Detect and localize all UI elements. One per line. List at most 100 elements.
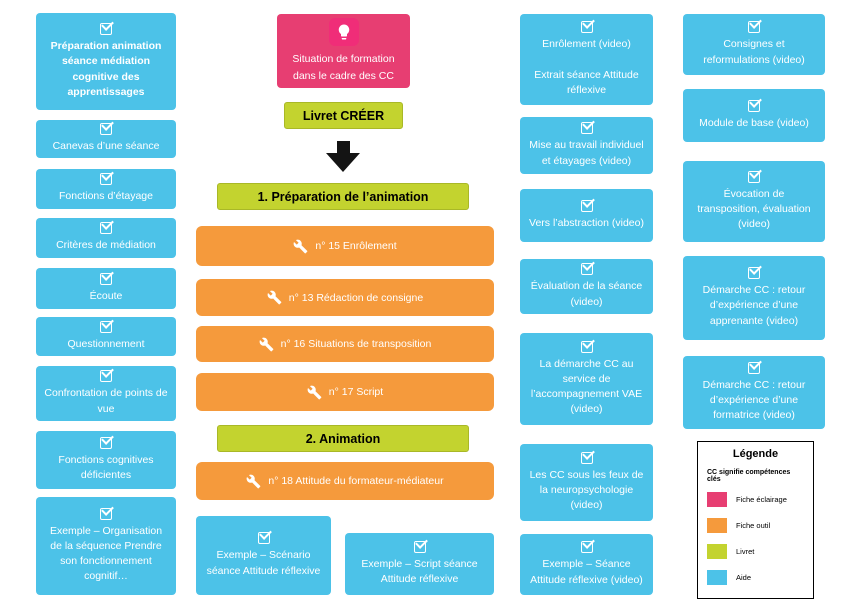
card-label: Confrontation de points de vue [44, 387, 168, 415]
checkbox-icon [100, 173, 112, 186]
wrench-icon [246, 474, 261, 488]
checkbox-icon [748, 267, 760, 280]
card-label: Écoute [89, 289, 123, 302]
aide-card[interactable]: Exemple – Séance Attitude réflexive (vid… [520, 534, 653, 595]
card-label: n° 17 Script [328, 386, 384, 398]
card-label: Préparation animation séance médiation c… [50, 40, 162, 98]
fiche-eclairage-card[interactable]: Situation de formation dans le cadre des… [277, 14, 410, 88]
checkbox-icon [580, 541, 593, 554]
checkbox-icon [100, 507, 112, 520]
checkbox-icon [748, 361, 760, 374]
aide-card[interactable]: Écoute [36, 268, 176, 309]
aide-card[interactable]: Fonctions cognitives déficientes [36, 431, 176, 489]
livret-header[interactable]: Livret CRÉER [284, 102, 403, 129]
checkbox-icon [748, 170, 760, 183]
aide-card[interactable]: Critères de médiation [36, 218, 176, 258]
checkbox-icon [580, 21, 593, 34]
legend-swatch [707, 492, 727, 507]
aide-card[interactable]: La démarche CC au service de l’accompagn… [520, 333, 653, 425]
section-2-header: 2. Animation [217, 425, 469, 452]
card-label: n° 16 Situations de transposition [280, 338, 432, 350]
aide-card[interactable]: Module de base (video) [683, 89, 825, 142]
card-label: n° 18 Attitude du formateur-médiateur [268, 475, 444, 487]
fiche-outil-card[interactable]: n° 18 Attitude du formateur-médiateur [196, 462, 494, 500]
checkbox-icon [748, 99, 760, 112]
aide-card[interactable]: Fonctions d’étayage [36, 169, 176, 209]
legend: Légende CC signifie compétences clés Fic… [697, 441, 814, 599]
aide-card[interactable]: Préparation animation séance médiation c… [36, 13, 176, 110]
card-label: Exemple – Organisation de la séquence Pr… [49, 524, 163, 583]
fiche-outil-card[interactable]: n° 13 Rédaction de consigne [196, 279, 494, 316]
card-label: Démarche CC : retour d’expérience d’une … [702, 284, 806, 327]
card-label: Consignes et reformulations (video) [703, 38, 805, 66]
card-label: Les CC sous les feux de la neuropsycholo… [529, 468, 644, 512]
card-label: Critères de médiation [56, 239, 156, 252]
aide-card[interactable]: Démarche CC : retour d’expérience d’une … [683, 256, 825, 340]
wrench-icon [267, 290, 282, 305]
aide-card[interactable]: Évaluation de la séance (video) [520, 259, 653, 314]
checkbox-icon [580, 122, 593, 135]
card-label: Fonctions cognitives déficientes [58, 453, 154, 481]
card-label: Questionnement [67, 337, 145, 350]
aide-card[interactable]: Vers l’abstraction (video) [520, 189, 653, 242]
checkbox-icon [100, 272, 112, 285]
checkbox-icon [580, 263, 593, 276]
aide-card[interactable]: Confrontation de points de vue [36, 366, 176, 421]
legend-item: Aide [707, 570, 804, 585]
card-label: Fonctions d’étayage [59, 190, 153, 203]
aide-card[interactable]: Questionnement [36, 317, 176, 356]
aide-card[interactable]: Enrôlement (video) Extrait séance Attitu… [520, 14, 653, 105]
wrench-icon [259, 337, 274, 351]
card-label: Évaluation de la séance (video) [530, 280, 643, 308]
card-label: n° 13 Rédaction de consigne [288, 291, 424, 304]
aide-card[interactable]: Exemple – Scénario séance Attitude réfle… [196, 516, 331, 595]
checkbox-icon [100, 320, 112, 333]
header-label: Livret CRÉER [302, 108, 385, 123]
legend-label: Fiche éclairage [736, 495, 787, 504]
legend-label: Livret [736, 547, 755, 556]
wrench-icon [307, 385, 322, 399]
wrench-icon [293, 239, 308, 253]
legend-item: Fiche éclairage [707, 492, 804, 507]
legend-note: CC signifie compétences clés [707, 469, 791, 483]
aide-card[interactable]: Consignes et reformulations (video) [683, 14, 825, 75]
card-label: Enrôlement (video) Extrait séance Attitu… [534, 38, 639, 96]
legend-swatch [707, 544, 727, 559]
aide-card[interactable]: Les CC sous les feux de la neuropsycholo… [520, 444, 653, 521]
checkbox-icon [580, 451, 593, 464]
card-label: Exemple – Scénario séance Attitude réfle… [206, 549, 321, 577]
card-label: Module de base (video) [699, 116, 809, 129]
card-label: Situation de formation dans le cadre des… [292, 52, 395, 82]
arrow-head [326, 153, 360, 172]
arrow-stem [336, 141, 350, 153]
legend-title: Légende [732, 448, 779, 460]
aide-card[interactable]: Mise au travail individuel et étayages (… [520, 117, 653, 174]
card-label: Exemple – Script séance Attitude réflexi… [361, 557, 478, 585]
header-label: 1. Préparation de l’animation [257, 189, 429, 204]
aide-card[interactable]: Démarche CC : retour d’expérience d’une … [683, 356, 825, 429]
fiche-outil-card[interactable]: n° 17 Script [196, 373, 494, 411]
legend-swatch [707, 518, 727, 533]
aide-card[interactable]: Canevas d’une séance [36, 120, 176, 158]
legend-item: Fiche outil [707, 518, 804, 533]
aide-card[interactable]: Exemple – Script séance Attitude réflexi… [345, 533, 494, 595]
fiche-outil-card[interactable]: n° 16 Situations de transposition [196, 326, 494, 362]
card-label: n° 15 Enrôlement [315, 240, 397, 252]
aide-card[interactable]: Évocation de transposition, évaluation (… [683, 161, 825, 242]
legend-label: Fiche outil [736, 521, 771, 530]
checkbox-icon [100, 123, 112, 136]
legend-swatch [707, 570, 727, 585]
fiche-outil-card[interactable]: n° 15 Enrôlement [196, 226, 494, 266]
card-label: La démarche CC au service de l’accompagn… [530, 357, 643, 416]
checkbox-icon [748, 21, 760, 34]
card-label: Mise au travail individuel et étayages (… [529, 139, 644, 167]
checkbox-icon [257, 532, 270, 545]
card-label: Exemple – Séance Attitude réflexive (vid… [530, 558, 643, 586]
legend-label: Aide [736, 573, 752, 582]
aide-card[interactable]: Exemple – Organisation de la séquence Pr… [36, 497, 176, 595]
card-label: Évocation de transposition, évaluation (… [697, 187, 811, 231]
checkbox-icon [580, 340, 593, 353]
checkbox-icon [100, 222, 112, 235]
card-label: Démarche CC : retour d’expérience d’une … [702, 378, 806, 422]
